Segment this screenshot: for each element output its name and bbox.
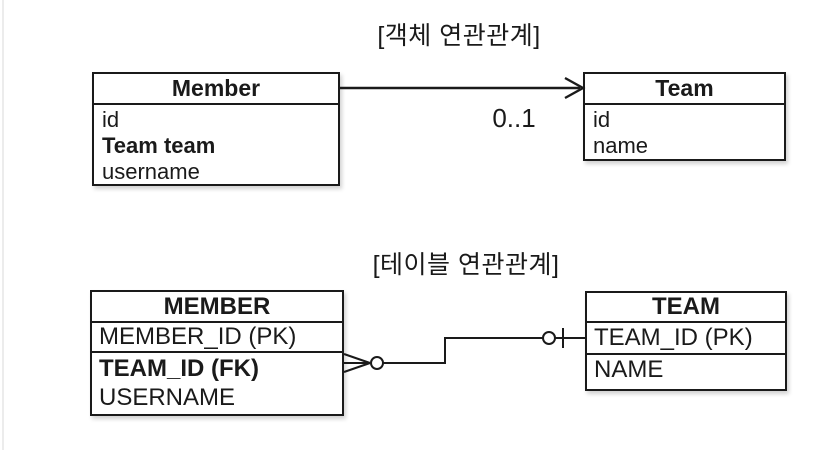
member-table-row-username: USERNAME — [99, 384, 236, 411]
member-table-title: MEMBER — [92, 292, 342, 323]
member-table-row-fk: TEAM_ID (FK) — [99, 355, 259, 382]
team-class-box: Team id name — [583, 72, 786, 161]
member-field-id: id — [102, 107, 120, 132]
team-table-box: TEAM TEAM_ID (PK) NAME — [585, 291, 787, 391]
crows-foot-connector — [343, 328, 585, 373]
team-field-name: name — [593, 133, 649, 158]
team-class-fields: id name — [585, 105, 784, 159]
member-class-box: Member id Team team username — [92, 72, 340, 186]
object-association-title: [객체 연관관계] — [377, 22, 541, 50]
team-table-row-pk: TEAM_ID (PK) — [587, 323, 785, 355]
team-class-title: Team — [585, 74, 784, 105]
member-field-team: Team team — [102, 133, 216, 158]
table-association-title: [테이블 연관관계] — [372, 251, 560, 279]
member-table-box: MEMBER MEMBER_ID (PK) TEAM_ID (FK) USERN… — [90, 290, 344, 416]
member-table-compartment: TEAM_ID (FK) USERNAME — [92, 353, 342, 412]
member-table-row-pk: MEMBER_ID (PK) — [92, 323, 342, 353]
team-field-id: id — [593, 107, 611, 132]
team-table-title: TEAM — [587, 293, 785, 323]
member-class-title: Member — [94, 74, 338, 105]
member-class-fields: id Team team username — [94, 105, 338, 185]
slide-left-edge-line — [2, 0, 4, 450]
team-table-row-name: NAME — [594, 356, 664, 383]
association-arrow — [340, 76, 586, 100]
multiplicity-label: 0..1 — [492, 103, 536, 133]
member-field-username: username — [102, 159, 200, 184]
